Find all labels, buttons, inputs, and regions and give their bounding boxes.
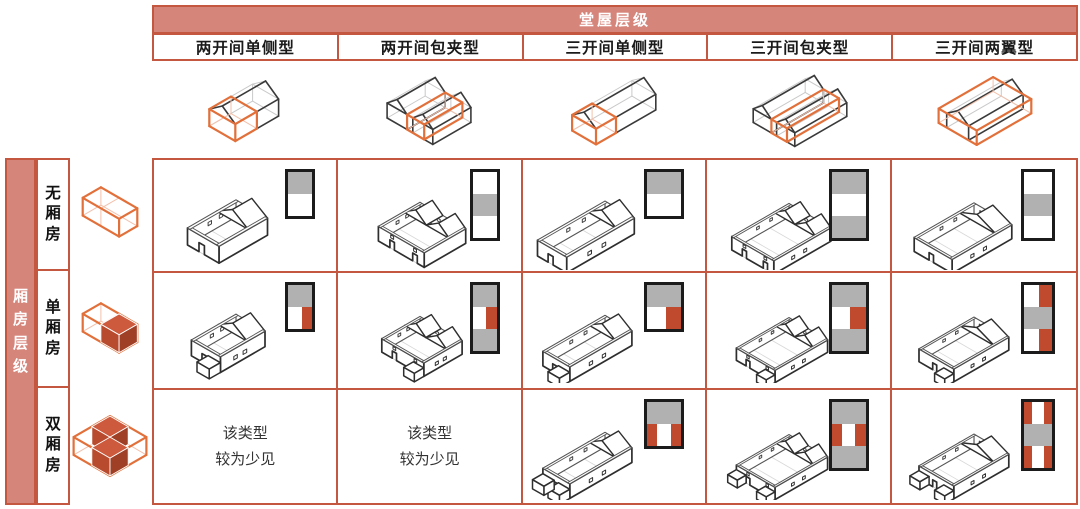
column-header-row: 两开间单侧型 两开间包夹型 三开间单侧型 三开间包夹型 三开间两翼型	[152, 33, 1078, 61]
matrix-cell-r2c5	[891, 273, 1076, 390]
hall-type-schematic-strip	[152, 61, 1078, 158]
column-header-4: 三开间包夹型	[708, 35, 894, 59]
single-wing-cube-icon	[68, 276, 152, 380]
wing-level-title: 厢房层级	[12, 288, 28, 375]
matrix-cell-r1c5	[891, 160, 1076, 273]
plan-legend	[828, 169, 869, 241]
house-drawing	[727, 432, 829, 503]
matrix-cell-r3c2: 该类型较为少见	[338, 390, 523, 503]
plan-legend	[828, 282, 869, 354]
row-label-no-wing: 无厢房	[36, 158, 70, 271]
matrix-cell-r3c1: 该类型较为少见	[154, 390, 339, 503]
rare-type-note: 该类型较为少见	[399, 425, 460, 468]
plan-legend	[828, 399, 869, 471]
plan-legend	[644, 169, 685, 219]
plan-legend	[469, 169, 500, 241]
house-drawing	[536, 198, 635, 271]
matrix-cell-r1c2	[338, 160, 523, 273]
typology-matrix-grid: 该类型较为少见 该类型较为少见	[152, 158, 1078, 505]
house-drawing	[731, 200, 832, 271]
matrix-cell-r1c3	[522, 160, 708, 273]
row-label-column: 无厢房 单厢房 双厢房	[36, 158, 70, 505]
plan-legend	[1020, 169, 1055, 241]
column-header-1: 两开间单侧型	[154, 35, 339, 59]
column-header-2: 两开间包夹型	[339, 35, 524, 59]
plan-legend	[285, 282, 316, 332]
hall-level-header-band: 堂屋层级	[152, 5, 1078, 34]
single-wing-cube-icon-svg	[81, 302, 139, 354]
wing-level-header-band: 厢房层级	[5, 158, 36, 505]
schematic-slot-4	[708, 61, 893, 158]
column-header-5: 三开间两翼型	[935, 40, 1035, 57]
house-drawing	[917, 316, 1010, 388]
schematic-slot-2	[337, 61, 522, 158]
house-drawing	[908, 433, 1010, 503]
hall-level-title: 堂屋层级	[578, 12, 651, 29]
no-wing-cube-icon	[68, 160, 152, 264]
matrix-cell-r2c2	[338, 273, 523, 390]
hall-schematic-2	[386, 76, 472, 146]
row-label-double-wing: 双厢房	[36, 386, 70, 505]
schematic-slot-3	[522, 61, 707, 158]
house-drawing	[190, 312, 266, 380]
no-wing-cube-icon-svg	[81, 186, 139, 238]
rare-type-note: 该类型较为少见	[215, 425, 276, 468]
hall-schematic-5	[937, 75, 1033, 146]
house-drawing	[381, 313, 464, 383]
column-header-3: 三开间单侧型	[524, 35, 709, 59]
double-wing-cube-icon	[68, 394, 152, 498]
house-drawing	[541, 313, 633, 388]
hall-schematic-4	[752, 74, 848, 148]
matrix-cell-r3c3	[523, 390, 708, 503]
house-drawing	[377, 199, 467, 269]
matrix-cell-r3c4	[707, 390, 892, 503]
matrix-cell-r2c1	[154, 273, 339, 390]
matrix-cell-r1c1	[154, 160, 339, 273]
plan-legend	[644, 282, 685, 332]
matrix-cell-r1c4	[707, 160, 892, 273]
house-drawing	[912, 202, 1013, 271]
wing-icon-column	[68, 158, 152, 505]
matrix-cell-r2c3	[522, 273, 708, 390]
plan-legend	[469, 282, 500, 354]
plan-legend	[1020, 399, 1055, 471]
schematic-slot-5	[893, 61, 1078, 158]
double-wing-cube-icon-svg	[72, 415, 148, 478]
plan-legend	[285, 169, 316, 219]
hall-schematic-3	[571, 76, 658, 146]
house-drawing	[186, 197, 269, 265]
row-label-single-wing: 单厢房	[36, 269, 70, 388]
plan-legend	[1020, 282, 1055, 354]
schematic-slot-1	[152, 61, 337, 158]
matrix-cell-r2c4	[707, 273, 892, 390]
matrix-cell-r3c5	[892, 390, 1076, 503]
house-drawing	[531, 430, 633, 503]
plan-legend	[644, 399, 685, 449]
house-drawing	[735, 315, 829, 388]
hall-schematic-1	[208, 80, 280, 143]
